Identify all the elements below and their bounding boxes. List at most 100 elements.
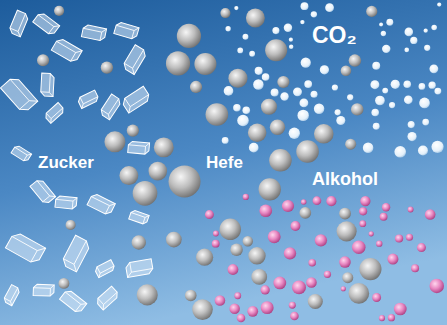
co2-bubble	[419, 83, 426, 90]
yeast-cell	[269, 149, 292, 172]
sugar-crystal	[0, 75, 37, 114]
co2-bubble	[429, 64, 438, 73]
crystal-edge	[51, 41, 75, 61]
sugar-crystal	[99, 94, 122, 120]
alcohol-molecule	[291, 221, 301, 231]
alcohol-molecule	[387, 254, 398, 265]
yeast-cell	[169, 166, 201, 198]
co2-bubble	[311, 91, 318, 98]
co2-bubble	[253, 79, 263, 89]
yeast-cell	[351, 103, 363, 115]
crystal-edge	[87, 197, 109, 214]
crystal-edge	[145, 214, 149, 218]
sugar-crystal	[125, 259, 153, 278]
yeast-cell	[166, 232, 182, 248]
crystal-edge	[110, 202, 116, 208]
crystal-edge	[30, 181, 50, 202]
sugar-crystal	[3, 285, 21, 306]
crystal-edge	[9, 301, 13, 305]
crystal-edge	[49, 92, 53, 96]
alcohol-molecule	[379, 315, 385, 321]
co2-bubble	[222, 137, 229, 144]
co2-bubble	[404, 95, 413, 104]
crystal-edge	[33, 15, 54, 34]
alcohol-molecule	[388, 314, 395, 321]
alcohol-molecule	[243, 194, 249, 200]
sugar-crystal	[61, 235, 92, 272]
yeast-cell	[341, 66, 352, 77]
crystal-edge	[49, 119, 54, 124]
co2-bubble	[299, 99, 308, 108]
co2-bubble	[391, 80, 400, 89]
sugar-crystal	[122, 45, 148, 75]
yeast-cell	[277, 76, 289, 88]
sugar-crystal	[95, 286, 120, 310]
crystal-edge	[54, 23, 60, 29]
sugar-crystals	[0, 10, 153, 314]
crystal-face	[129, 209, 149, 224]
yeast-cell	[127, 125, 139, 137]
crystal-face	[0, 75, 37, 114]
sugar-crystal	[128, 141, 150, 154]
crystal-edge	[37, 245, 45, 253]
yeast-cells	[37, 6, 381, 320]
yeast-cell	[220, 219, 241, 240]
co2-bubble	[372, 62, 380, 70]
crystal-edge	[71, 264, 79, 272]
co2-bubble	[301, 2, 309, 10]
alcohol-molecule	[339, 256, 351, 268]
yeast-cell	[101, 61, 113, 73]
crystal-edge	[130, 259, 153, 272]
crystal-edge	[97, 260, 114, 273]
co2-bubble	[280, 92, 288, 100]
alcohol-molecule	[273, 277, 286, 290]
crystal-face	[61, 235, 92, 272]
yeast-cell	[104, 131, 125, 152]
co2-bubble	[233, 104, 241, 112]
yeast-cell	[206, 103, 229, 126]
co2-bubble	[284, 24, 292, 32]
crystal-face	[41, 73, 55, 96]
yeast-cell	[349, 54, 362, 67]
co2-bubble	[408, 121, 415, 128]
co2-bubble	[386, 19, 393, 26]
co2-bubble	[381, 31, 386, 36]
yeast-cell	[349, 283, 370, 304]
co2-bubble	[431, 25, 437, 31]
crystal-edge	[63, 235, 86, 264]
crystal-edge	[73, 197, 77, 201]
yeast-cell	[366, 6, 377, 17]
alcohol-molecule	[292, 280, 306, 294]
alcohol-molecule	[359, 207, 367, 215]
crystal-edge	[60, 292, 81, 312]
alcohol-molecule	[247, 306, 258, 317]
sugar-crystal	[60, 289, 87, 314]
crystal-face	[11, 144, 32, 162]
alcohol-molecule	[261, 285, 270, 294]
crystal-face	[8, 10, 29, 37]
alcohol-molecule	[315, 234, 327, 246]
alcohol-molecule	[213, 231, 219, 237]
crystal-edge	[146, 143, 150, 147]
alcohol-molecule	[268, 230, 281, 243]
alcohol-molecule	[284, 247, 296, 259]
co2-bubble	[237, 48, 243, 54]
co2-bubble	[382, 88, 388, 94]
co2-bubble	[373, 123, 380, 130]
crystal-edge	[50, 285, 54, 289]
co2-bubble	[237, 115, 249, 127]
co2-bubble	[428, 82, 435, 89]
co2-bubble	[289, 128, 300, 139]
crystal-face	[60, 289, 87, 314]
crystal-edge	[80, 90, 98, 104]
alcohol-molecule	[290, 312, 299, 321]
crystal-face	[87, 193, 115, 216]
alcohol-molecule	[376, 241, 382, 247]
alcohol-molecule	[372, 293, 381, 302]
yeast-cell	[119, 166, 138, 185]
yeast-cell	[37, 54, 49, 66]
crystal-edge	[27, 152, 31, 156]
yeast-cell	[299, 207, 311, 219]
